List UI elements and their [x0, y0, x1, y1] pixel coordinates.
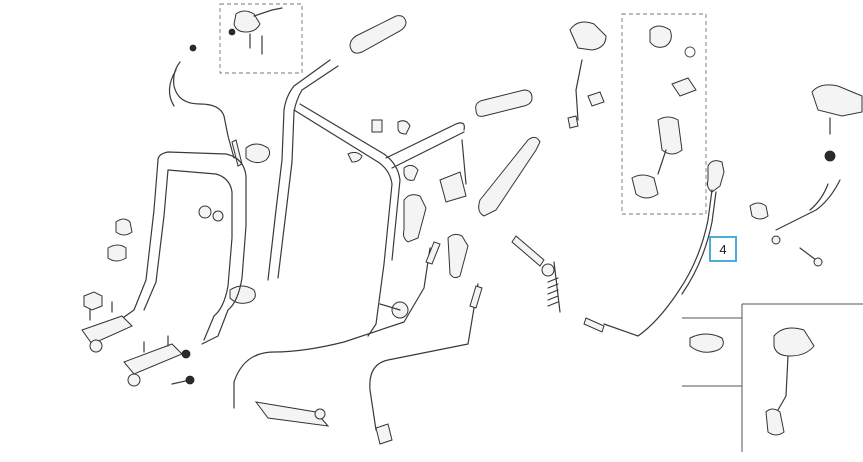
control-cables: [233, 241, 483, 445]
ignition-switch-detail: [621, 13, 707, 215]
callout-4: 4: [709, 236, 737, 262]
detail-box-switch: [741, 303, 863, 452]
control-linkages: [379, 136, 561, 319]
handle-bracket-parts: [83, 205, 224, 359]
callout-box: [709, 236, 737, 262]
key-switch: [567, 21, 607, 129]
upper-handle-bar: [267, 15, 533, 337]
headlight-wiring: [749, 84, 863, 267]
throttle-lever-detail: [219, 3, 303, 74]
choke-cable: [583, 160, 725, 337]
detail-box-clamp: [682, 317, 743, 387]
cable-clamp: [229, 143, 363, 304]
callout-label: 4: [719, 242, 726, 257]
throttle-cable: [168, 44, 243, 167]
lower-handle-frame: [81, 151, 247, 387]
